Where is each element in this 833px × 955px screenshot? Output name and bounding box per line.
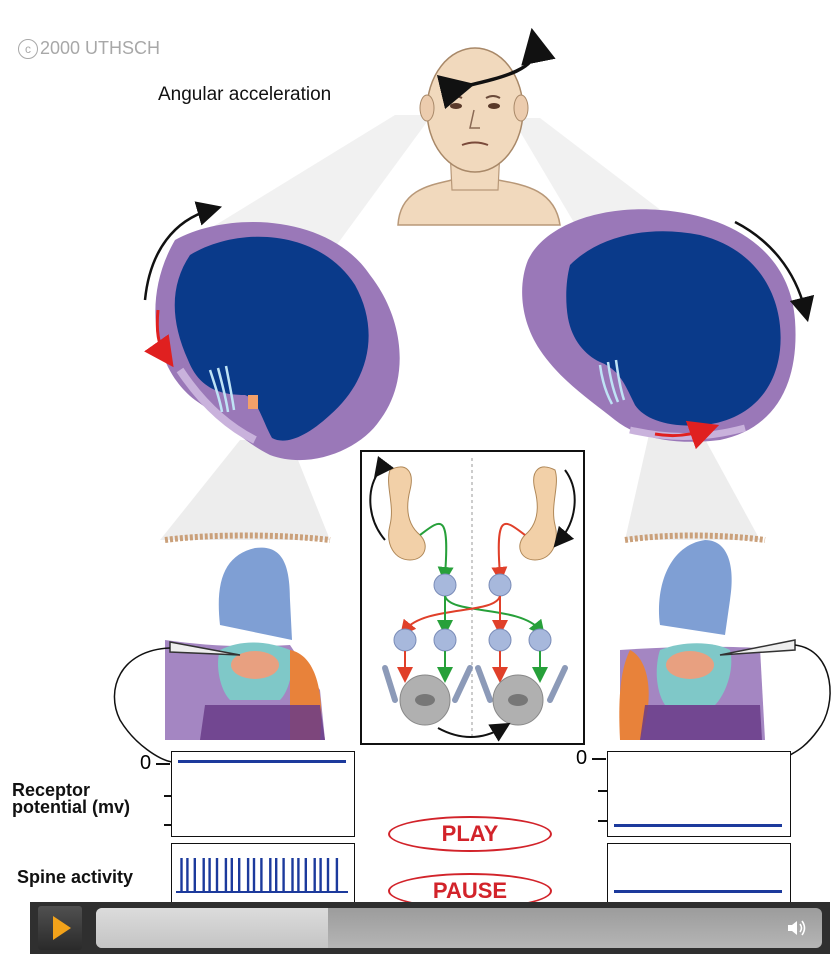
- media-player-bar: [30, 902, 830, 954]
- right-zero-tick: [592, 758, 606, 760]
- motor-nucleus-3: [489, 629, 511, 651]
- spine-activity-label: Spine activity: [17, 869, 133, 886]
- vestibular-nucleus-right: [489, 574, 511, 596]
- right-receptor-potential-box: [607, 751, 791, 837]
- right-spine-trace: [614, 890, 782, 893]
- right-zero-tick-label: 0: [576, 747, 587, 770]
- right-cupula-detail: [619, 536, 765, 741]
- left-zero-tick: [156, 763, 170, 765]
- play-icon: [38, 906, 82, 950]
- right-tick-3: [598, 820, 607, 822]
- right-spine-activity-box: [607, 843, 791, 907]
- left-electrode-wire: [114, 648, 172, 762]
- receptor-label-line2: potential (mv): [12, 799, 130, 816]
- projection-cone-lower-right: [625, 430, 760, 540]
- motor-nucleus-1: [394, 629, 416, 651]
- left-spine-activity-box: [171, 843, 355, 907]
- right-receptor-trace: [614, 824, 782, 827]
- right-electrode-wire: [790, 645, 830, 755]
- right-tick-2: [598, 790, 607, 792]
- left-ampulla: [155, 222, 399, 460]
- vestibular-nucleus-left: [434, 574, 456, 596]
- left-spike-train: [172, 844, 352, 904]
- angular-acceleration-label: Angular acceleration: [158, 84, 331, 106]
- motor-nucleus-4: [529, 629, 551, 651]
- right-ampulla: [522, 209, 795, 442]
- play-button[interactable]: PLAY: [388, 816, 552, 852]
- volume-icon[interactable]: [786, 918, 808, 943]
- motor-nucleus-2: [434, 629, 456, 651]
- left-tick-2: [164, 795, 172, 797]
- progress-track[interactable]: [96, 908, 822, 948]
- left-zero-tick-label: 0: [140, 752, 151, 775]
- left-tick-3: [164, 824, 172, 826]
- left-receptor-potential-box: [171, 751, 355, 837]
- receptor-potential-label: Receptor potential (mv): [12, 782, 130, 816]
- player-play-button[interactable]: [38, 906, 82, 950]
- left-cupula-detail: [165, 536, 330, 741]
- left-receptor-trace: [178, 760, 346, 763]
- progress-fill: [96, 908, 328, 948]
